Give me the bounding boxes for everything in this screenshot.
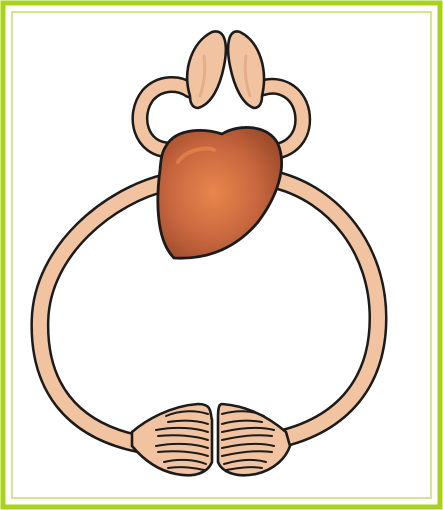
heart: [158, 127, 282, 258]
left-lung: [187, 31, 226, 108]
lungs: [187, 31, 264, 108]
body-capillary-bed: [132, 404, 290, 475]
